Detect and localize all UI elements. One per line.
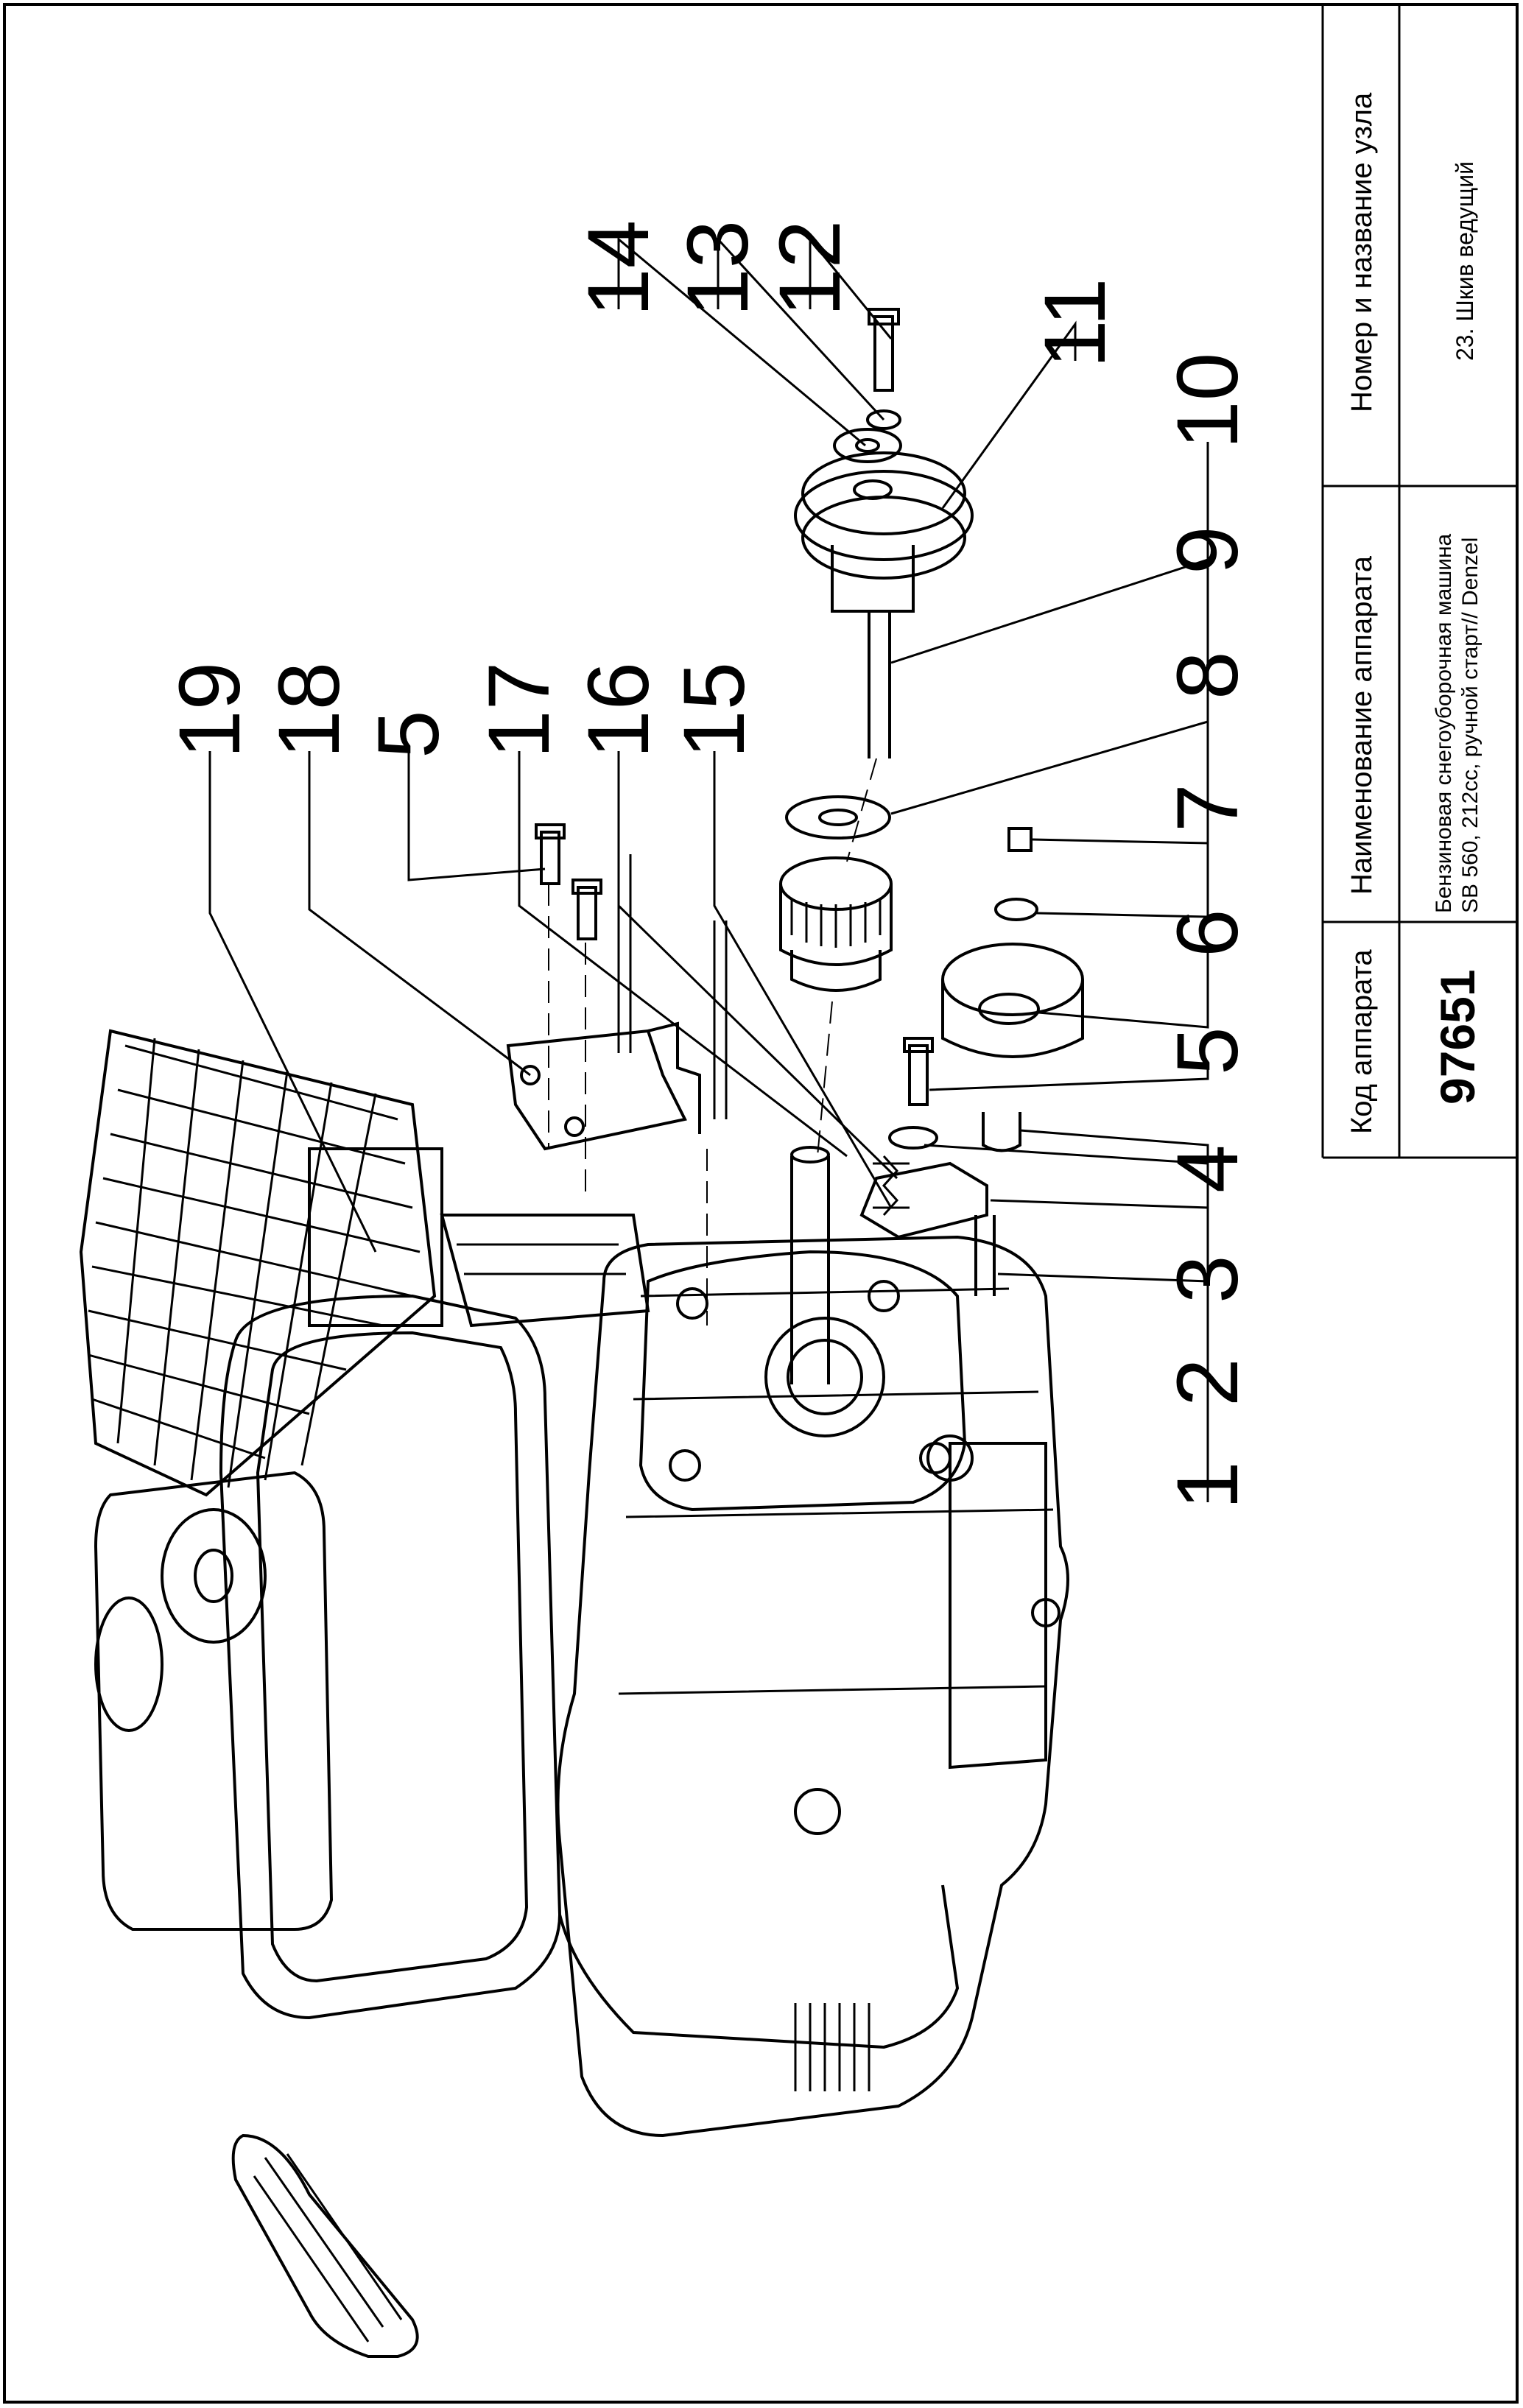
part-13-spring-washer <box>866 409 901 430</box>
part-5-bolt-right <box>903 1037 934 1106</box>
part-2-idler-arm <box>859 1161 988 1239</box>
part-14-washer <box>833 428 902 463</box>
callout-10: 10 <box>1159 353 1256 449</box>
part-10-key <box>868 611 891 758</box>
part-4-spacer <box>982 1112 1021 1152</box>
callout-2: 2 <box>1159 1358 1256 1407</box>
callout-13: 13 <box>669 220 767 317</box>
callout-5-left: 5 <box>360 710 457 758</box>
callout-4: 4 <box>1159 1144 1256 1193</box>
part-15-sprocket <box>779 856 893 992</box>
part-12-bolt <box>868 308 900 392</box>
callout-19: 19 <box>161 662 258 758</box>
device-header: Наименование аппарата <box>1346 555 1378 895</box>
part-17-bracket <box>506 920 728 1151</box>
part-3-washer <box>888 1126 938 1150</box>
crankshaft <box>790 1146 830 1384</box>
callout-11: 11 <box>1027 278 1124 369</box>
engine-assembly <box>79 1029 1069 2358</box>
code-value: 97651 <box>1430 969 1485 1105</box>
leader-lines <box>208 236 1209 1502</box>
callout-17: 17 <box>471 662 568 758</box>
callout-8: 8 <box>1159 651 1256 700</box>
title-block-text: Код аппарата 97651 Наименование аппарата… <box>1346 92 1485 1134</box>
code-header: Код аппарата <box>1346 949 1378 1134</box>
part-7-washer <box>994 898 1038 921</box>
callout-6: 6 <box>1159 909 1256 957</box>
device-name-line2: SB 560, 212cc, ручной старт// Denzel <box>1458 538 1482 913</box>
callout-18: 18 <box>261 662 358 758</box>
callout-15: 15 <box>666 662 763 758</box>
callout-12: 12 <box>762 220 859 317</box>
callout-16: 16 <box>570 662 667 758</box>
assembly-header: Номер и название узла <box>1346 92 1378 412</box>
callout-numbers: 1 2 3 4 5 6 7 8 9 10 11 12 13 14 15 16 1… <box>161 220 1256 1510</box>
part-11-pulley <box>794 451 974 613</box>
callout-3: 3 <box>1159 1255 1256 1303</box>
callout-14: 14 <box>570 220 667 317</box>
part-8-nut <box>1007 827 1033 852</box>
title-block <box>1321 3 1519 1159</box>
callout-7: 7 <box>1159 784 1256 832</box>
part-6-idler-pulley <box>941 943 1084 1058</box>
callout-5-right: 5 <box>1159 1027 1256 1075</box>
part-9-washer <box>785 795 891 839</box>
drawing-sheet <box>3 3 1519 2404</box>
part-5-bolt-left <box>535 823 632 1053</box>
callout-1: 1 <box>1159 1461 1256 1510</box>
assembly-value: 23. Шкив ведущий <box>1452 161 1478 361</box>
callout-9: 9 <box>1159 526 1256 574</box>
device-name-line1: Бензиновая снегоуборочная машина <box>1432 533 1456 913</box>
part-1-stud <box>974 1215 996 1296</box>
